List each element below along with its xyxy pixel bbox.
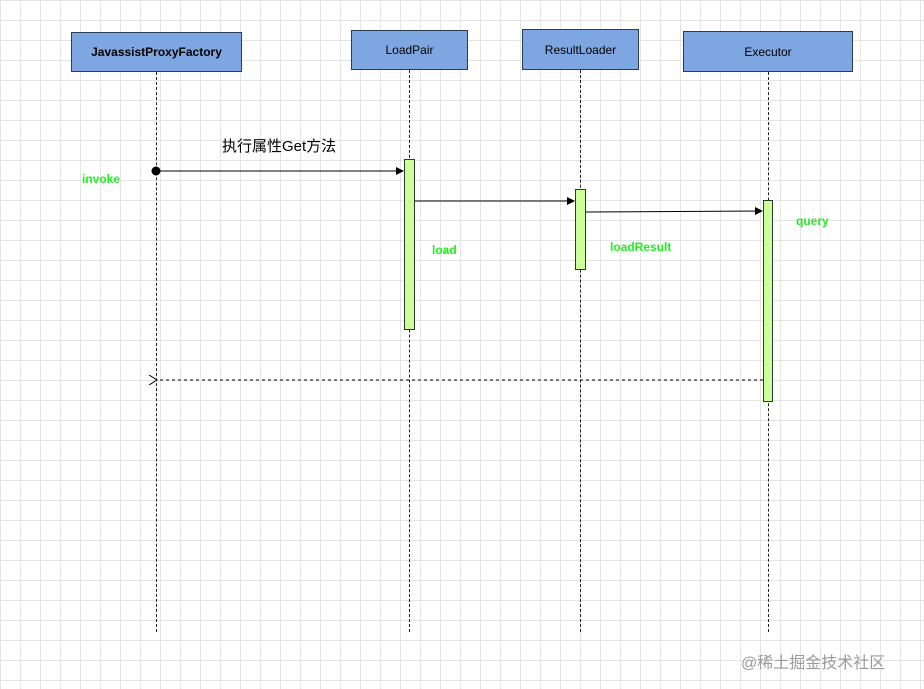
lifeline-label: Executor <box>744 44 792 59</box>
note-query: query <box>796 214 829 228</box>
activation-resultloader[interactable] <box>575 189 586 270</box>
lifeline-javassistproxyfactory[interactable]: JavassistProxyFactory <box>71 32 242 72</box>
lifeline-label: ResultLoader <box>544 42 617 57</box>
lifeline-label: LoadPair <box>385 43 434 57</box>
lifeline-dash-loadpair <box>409 70 410 632</box>
note-invoke: invoke <box>82 172 121 186</box>
lifeline-loadpair[interactable]: LoadPair <box>351 30 468 70</box>
lifeline-dash-javassistproxyfactory <box>156 72 157 632</box>
arrow-resultloader-to-executor[interactable] <box>585 207 763 216</box>
activation-loadpair[interactable] <box>404 159 415 330</box>
lifeline-label: JavassistProxyFactory <box>91 45 222 59</box>
note-loadresult: loadResult <box>610 240 672 254</box>
message-label-call: 执行属性Get方法 <box>222 138 337 155</box>
lifeline-resultloader[interactable]: ResultLoader <box>522 29 639 70</box>
lifeline-executor[interactable]: Executor <box>683 31 853 72</box>
activation-executor[interactable] <box>763 200 773 402</box>
watermark: @稀土掘金技术社区 <box>741 655 886 672</box>
lifeline-dash-resultloader <box>580 70 581 632</box>
note-load: load <box>432 243 457 257</box>
